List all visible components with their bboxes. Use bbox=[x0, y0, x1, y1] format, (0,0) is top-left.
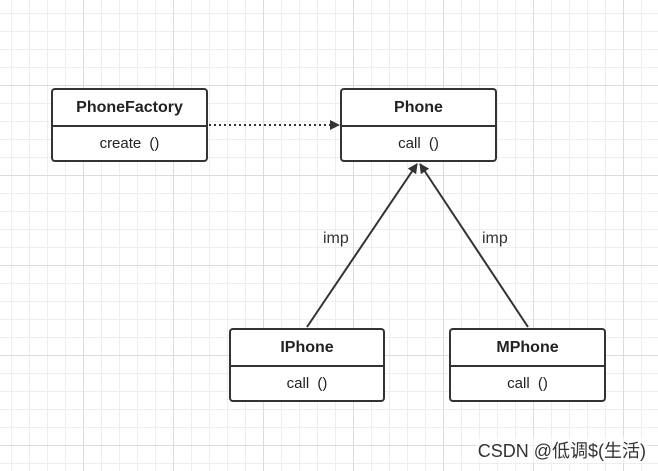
edge-label-imp-left: imp bbox=[323, 230, 349, 247]
implementation-arrow-mphone-to-phone bbox=[419, 163, 529, 328]
class-mphone[interactable]: MPhone call () bbox=[449, 328, 606, 402]
class-method: create () bbox=[99, 135, 160, 152]
implementation-arrow-iphone-to-phone bbox=[306, 163, 418, 328]
edge-label-imp-right: imp bbox=[482, 230, 508, 247]
class-method: call () bbox=[286, 375, 328, 392]
class-name: MPhone bbox=[451, 330, 604, 367]
class-phonefactory[interactable]: PhoneFactory create () bbox=[51, 88, 208, 162]
class-method: call () bbox=[398, 135, 439, 152]
class-name: PhoneFactory bbox=[53, 90, 206, 127]
class-method: call () bbox=[507, 375, 548, 392]
class-name: IPhone bbox=[231, 330, 383, 367]
class-name: Phone bbox=[342, 90, 495, 127]
class-phone[interactable]: Phone call () bbox=[340, 88, 497, 162]
watermark: CSDN @低调$(生活) bbox=[475, 437, 648, 463]
class-iphone[interactable]: IPhone call () bbox=[229, 328, 385, 402]
